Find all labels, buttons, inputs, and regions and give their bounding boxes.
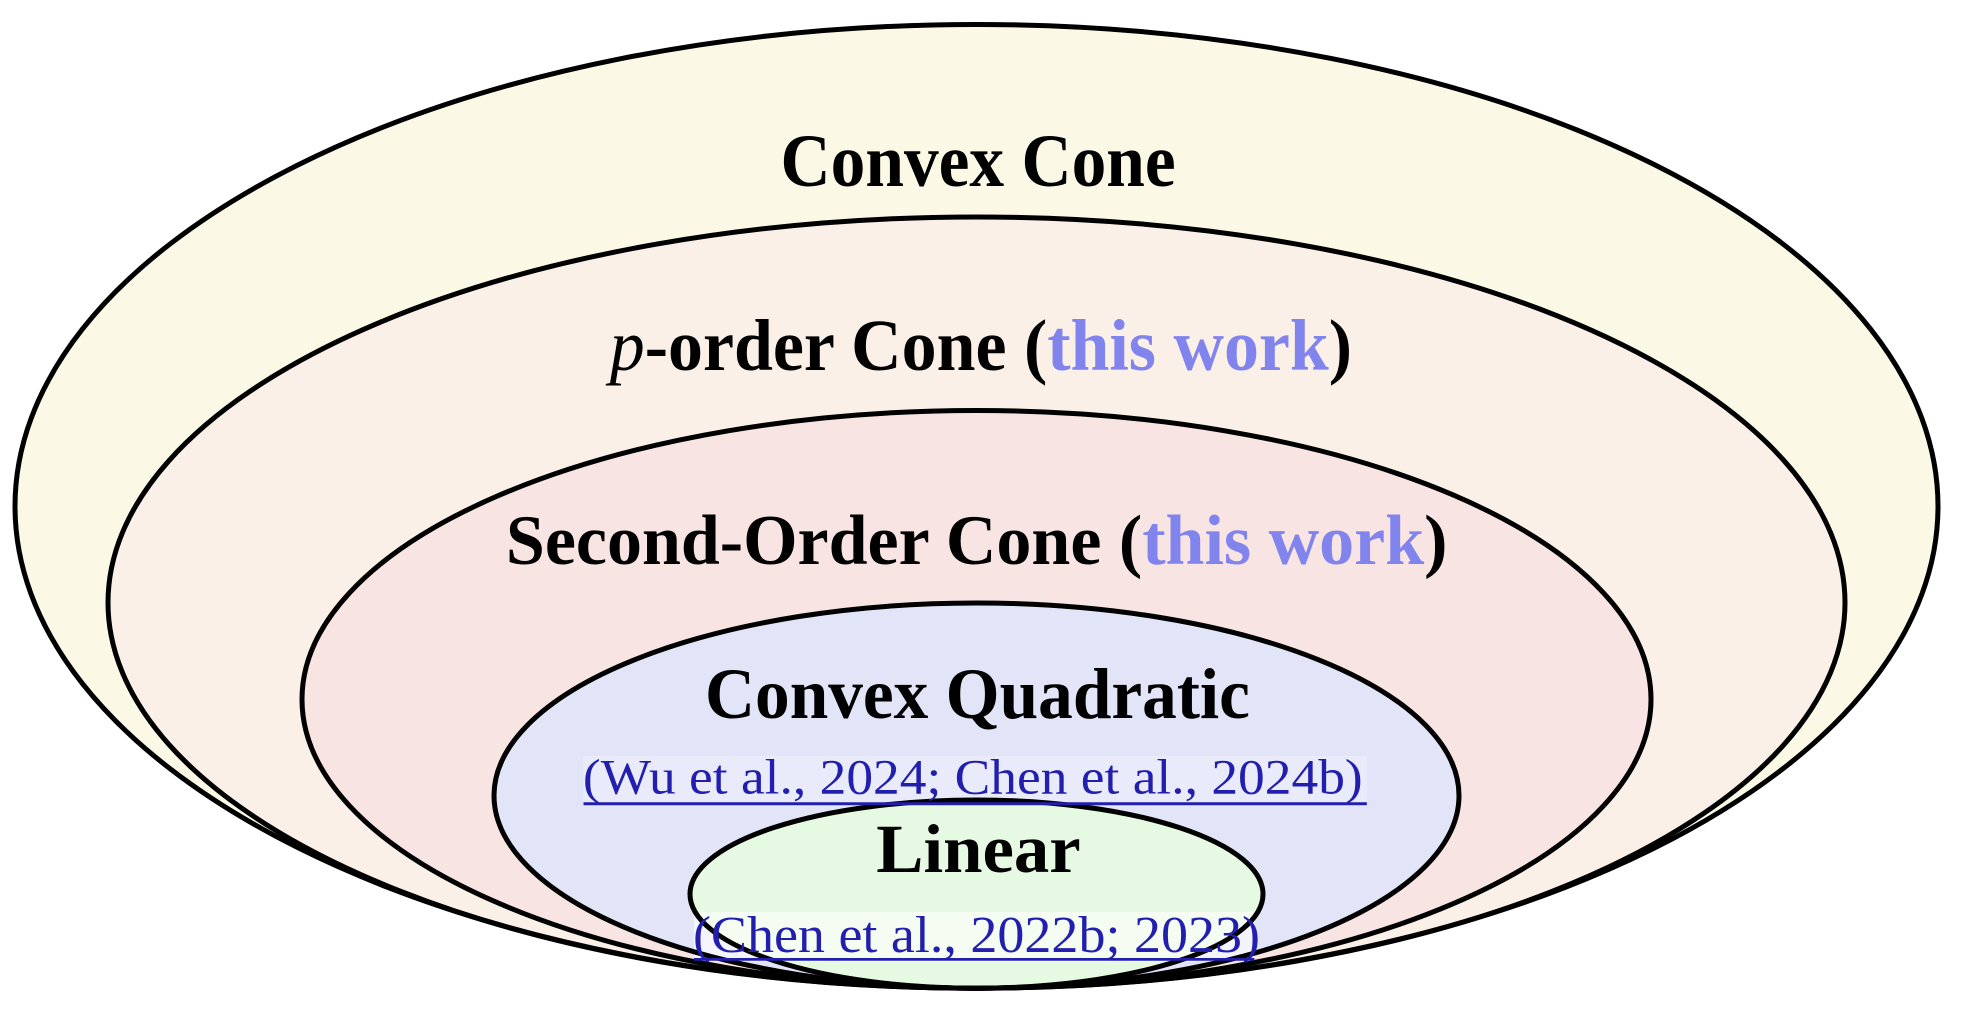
svg-text:p-order Cone (this work): p-order Cone (this work)	[605, 306, 1352, 387]
svg-text:Convex Quadratic: Convex Quadratic	[705, 655, 1250, 734]
svg-text:(Chen et al., 2022b; 2023): (Chen et al., 2022b; 2023)	[693, 907, 1260, 964]
svg-text:Convex Cone: Convex Cone	[781, 118, 1176, 202]
svg-text:Second-Order Cone (this work): Second-Order Cone (this work)	[506, 502, 1448, 581]
svg-text:(Wu et al., 2024; Chen et al.,: (Wu et al., 2024; Chen et al., 2024b)	[583, 750, 1363, 805]
svg-text:Linear: Linear	[876, 812, 1080, 888]
